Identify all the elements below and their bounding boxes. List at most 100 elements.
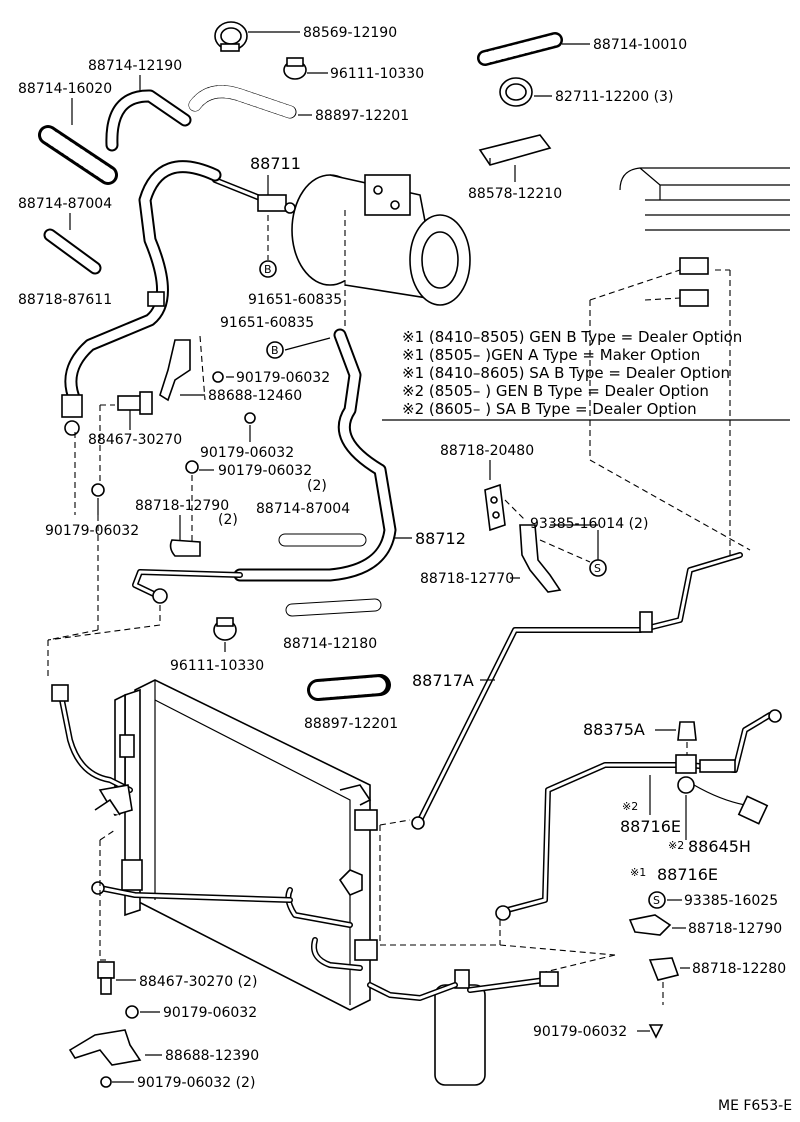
label-88714-12190: 88714-12190 — [88, 58, 182, 74]
straight-hose-12180-part — [285, 598, 382, 617]
label-90179-06032-g: 90179-06032 — [533, 1024, 627, 1040]
label-88897-12201-mid: 88897-12201 — [304, 716, 398, 732]
switch-88467-bot — [97, 961, 115, 995]
nut-90179-b — [244, 412, 256, 424]
label-88718-12280: 88718-12280 — [692, 961, 786, 977]
label-90179-06032-b: 90179-06032 — [200, 445, 294, 461]
nut-90179-d — [91, 483, 105, 497]
condenser-left-pipes — [51, 684, 293, 903]
small-clamp-part — [283, 57, 307, 80]
suction-hose-88712 — [61, 160, 222, 436]
label-88718-12790-bot: 88718-12790 — [688, 921, 782, 937]
note-88716E-a: ※2 — [622, 800, 638, 813]
label-93385-16014: 93385-16014 (2) — [530, 516, 648, 532]
straight-hose-part — [43, 228, 102, 275]
nut-90179-a — [212, 371, 224, 383]
label-88718-12790-top: 88718-12790 — [135, 498, 229, 514]
label-90179-06032-c-qty: (2) — [307, 478, 327, 494]
label-88711: 88711 — [250, 154, 301, 173]
label-88714-10010: 88714-10010 — [593, 37, 687, 53]
note-88716E-b: ※1 — [630, 866, 646, 879]
label-90179-06032-d: 90179-06032 — [45, 523, 139, 539]
nut-90179-f — [100, 1076, 112, 1088]
label-88375A: 88375A — [583, 720, 645, 739]
label-88688-12390: 88688-12390 — [165, 1048, 259, 1064]
label-91651-60835-a: 91651-60835 — [248, 292, 342, 308]
label-90179-06032-c: 90179-06032 — [218, 463, 312, 479]
bracket-88688-12460 — [159, 339, 191, 402]
bracket-88718-12770 — [519, 524, 562, 593]
option-4: ※2 (8505– ) GEN B Type = Dealer Option — [402, 382, 709, 400]
svg-text:S: S — [653, 894, 660, 907]
receiver-pipe-88716E — [495, 709, 782, 921]
label-88717A: 88717A — [412, 671, 474, 690]
label-88712: 88712 — [415, 529, 466, 548]
label-88578-12210: 88578-12210 — [468, 186, 562, 202]
hose-clamp-part — [214, 21, 248, 52]
label-90179-06032-e: 90179-06032 — [163, 1005, 257, 1021]
label-96111-10330-top: 96111-10330 — [330, 66, 424, 82]
label-88718-87611: 88718-87611 — [18, 292, 112, 308]
option-notes: ※1 (8410–8505) GEN B Type = Dealer Optio… — [382, 328, 790, 421]
discharge-hose — [132, 328, 397, 604]
receiver-dryer — [367, 969, 559, 1086]
option-1: ※1 (8410–8505) GEN B Type = Dealer Optio… — [402, 328, 742, 346]
marker-s-1: S — [589, 559, 607, 577]
label-88688-12460: 88688-12460 — [208, 388, 302, 404]
curved-hose-part — [105, 89, 192, 152]
label-88714-87004-mid: 88714-87004 — [256, 501, 350, 517]
cap-88375A — [677, 721, 697, 741]
label-88645H: 88645H — [688, 837, 751, 856]
label-88718-12770: 88718-12770 — [420, 571, 514, 587]
label-88714-12180: 88714-12180 — [283, 636, 377, 652]
label-88718-12790-top-qty: (2) — [218, 512, 238, 528]
label-93385-16025: 93385-16025 — [684, 893, 778, 909]
label-96111-10330-mid: 96111-10330 — [170, 658, 264, 674]
label-82711-12200: 82711-12200 (3) — [555, 89, 673, 105]
nut-90179-c — [185, 460, 199, 474]
compressor — [291, 174, 471, 306]
small-clamp-mid-part — [213, 617, 237, 641]
pad-part — [478, 134, 552, 166]
formed-hose-mid-part — [307, 674, 391, 701]
label-90179-06032-f: 90179-06032 (2) — [137, 1075, 255, 1091]
condenser-top-right — [619, 167, 790, 307]
option-3: ※1 (8410–8605) SA B Type = Dealer Option — [402, 364, 730, 382]
star-88645H: ※2 — [668, 839, 684, 852]
clip-87611 — [147, 291, 165, 307]
svg-text:B: B — [271, 344, 279, 357]
liquid-pipe-88717A — [411, 552, 743, 830]
label-88714-87004-top: 88714-87004 — [18, 196, 112, 212]
label-91651-60835-b: 91651-60835 — [220, 315, 314, 331]
label-88569-12190: 88569-12190 — [303, 25, 397, 41]
label-88467-30270-top: 88467-30270 — [88, 432, 182, 448]
nut-90179-g — [648, 1024, 664, 1039]
svg-text:S: S — [594, 562, 601, 575]
corrugated-hose-part — [477, 32, 563, 66]
label-88714-16020: 88714-16020 — [18, 81, 112, 97]
svg-text:B: B — [264, 263, 272, 276]
nut-90179-e — [125, 1005, 139, 1019]
clamp-82711-part — [499, 77, 533, 107]
option-2: ※1 (8505– )GEN A Type = Maker Option — [402, 346, 700, 364]
option-5: ※2 (8605– ) SA B Type = Dealer Option — [402, 400, 697, 418]
marker-s-2: S — [648, 891, 666, 909]
switch-88467-top — [117, 391, 153, 415]
label-88467-30270-bot: 88467-30270 (2) — [139, 974, 257, 990]
marker-b-2: B — [266, 341, 284, 359]
fitting-88711 — [212, 177, 296, 214]
label-90179-06032-a: 90179-06032 — [236, 370, 330, 386]
clip-88718-12280 — [648, 957, 680, 981]
corrugated-hose-2-part — [38, 125, 118, 185]
clip-88718-12790-top — [169, 539, 201, 557]
clip-88718-12790-bot — [628, 914, 672, 936]
formed-hose-part — [188, 85, 297, 119]
label-88716E-a: 88716E — [620, 817, 681, 836]
pressure-switch — [675, 754, 769, 825]
marker-b-1: B — [259, 260, 277, 278]
label-88897-12201-top: 88897-12201 — [315, 108, 409, 124]
label-88718-20480: 88718-20480 — [440, 443, 534, 459]
bracket-88688-12390 — [68, 1029, 142, 1066]
label-88716E-b: 88716E — [657, 865, 718, 884]
